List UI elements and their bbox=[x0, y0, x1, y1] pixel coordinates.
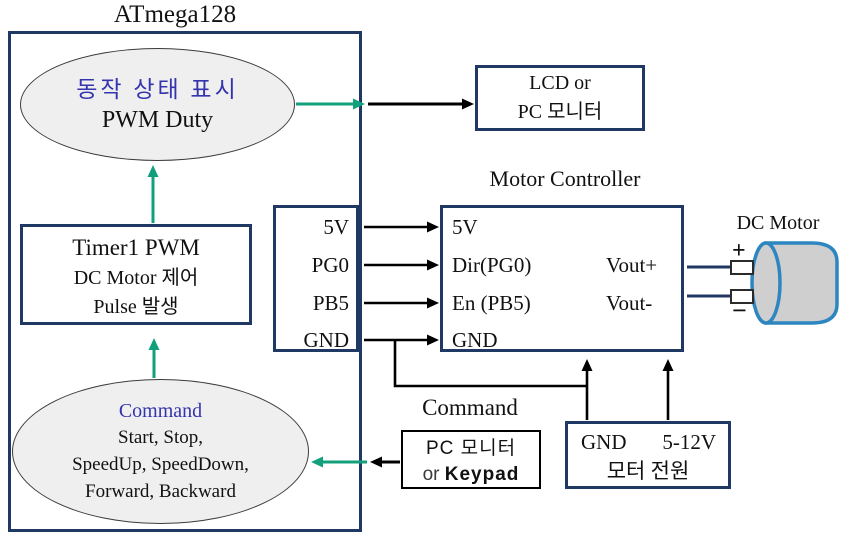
command-input-label: Command bbox=[422, 395, 518, 420]
arrow-keypad-to-border bbox=[370, 456, 400, 468]
lcd-line2: PC 모니터 bbox=[517, 101, 603, 123]
timer1-pwm-label: Timer1 PWM bbox=[72, 235, 200, 260]
command-title: Command bbox=[118, 400, 203, 422]
dc-motor-shape bbox=[750, 241, 839, 325]
status-display-korean-label: 동작 상태 표시 bbox=[76, 76, 239, 102]
motor-minus-terminal-label: − bbox=[732, 296, 747, 325]
mc-output-vout-minus: Vout- bbox=[606, 291, 653, 315]
pin-gnd: GND bbox=[303, 328, 350, 352]
pin-pb5: PB5 bbox=[312, 291, 349, 315]
or-label: or bbox=[422, 464, 445, 485]
atmega128-box bbox=[8, 31, 362, 532]
dc-motor-label: DC Motor bbox=[736, 212, 820, 234]
pin-5v: 5V bbox=[323, 215, 349, 239]
arrow-pb5 bbox=[364, 297, 439, 309]
arrow-border-to-lcd bbox=[368, 98, 474, 110]
atmega128-title: ATmega128 bbox=[113, 1, 237, 28]
mcu-pin-box: 5V PG0 PB5 GND bbox=[273, 205, 359, 352]
motor-plus-terminal-label: + bbox=[732, 238, 746, 264]
command-item: Start, Stop, bbox=[118, 427, 203, 448]
arrow-gnd bbox=[364, 334, 439, 346]
motor-power-korean-label: 모터 전원 bbox=[606, 459, 690, 483]
mc-input-5v: 5V bbox=[452, 215, 478, 239]
pc-monitor-label: PC 모니터 bbox=[425, 438, 517, 459]
motor-controller-box: 5V Dir(PG0) En (PB5) GND Vout+ Vout- bbox=[440, 205, 684, 352]
lcd-line1: LCD or bbox=[529, 72, 591, 94]
dc-motor-control-label: DC Motor 제어 bbox=[73, 267, 199, 289]
timer1-pwm-box: Timer1 PWM DC Motor 제어 Pulse 발생 bbox=[20, 224, 252, 325]
arrow-5v bbox=[364, 221, 439, 233]
pulse-generation-label: Pulse 발생 bbox=[93, 296, 179, 318]
arrow-pg0 bbox=[364, 259, 439, 271]
command-item: SpeedUp, SpeedDown, bbox=[72, 454, 249, 475]
power-voltage-label: 5-12V bbox=[662, 430, 716, 454]
motor-controller-title: Motor Controller bbox=[489, 166, 641, 191]
command-ellipse: Command Start, Stop, SpeedUp, SpeedDown,… bbox=[12, 379, 309, 524]
mc-output-vout-plus: Vout+ bbox=[606, 253, 658, 277]
pwm-duty-label: PWM Duty bbox=[101, 106, 214, 133]
motor-power-box: GND 5-12V 모터 전원 bbox=[565, 421, 731, 489]
arrow-power-gnd-up bbox=[581, 359, 593, 420]
mc-input-en: En (PB5) bbox=[452, 291, 531, 315]
arrow-power-5-12v-up bbox=[662, 359, 674, 420]
mc-input-gnd: GND bbox=[452, 328, 498, 352]
pc-monitor-keypad-box: PC 모니터 or Keypad bbox=[401, 430, 541, 489]
pin-pg0: PG0 bbox=[311, 253, 349, 277]
power-gnd-label: GND bbox=[581, 430, 627, 454]
status-display-ellipse: 동작 상태 표시 PWM Duty bbox=[20, 48, 295, 161]
mc-input-dir: Dir(PG0) bbox=[452, 253, 532, 277]
command-item: Forward, Backward bbox=[85, 481, 236, 502]
keypad-label: Keypad bbox=[444, 464, 520, 485]
lcd-box: LCD or PC 모니터 bbox=[475, 65, 645, 131]
